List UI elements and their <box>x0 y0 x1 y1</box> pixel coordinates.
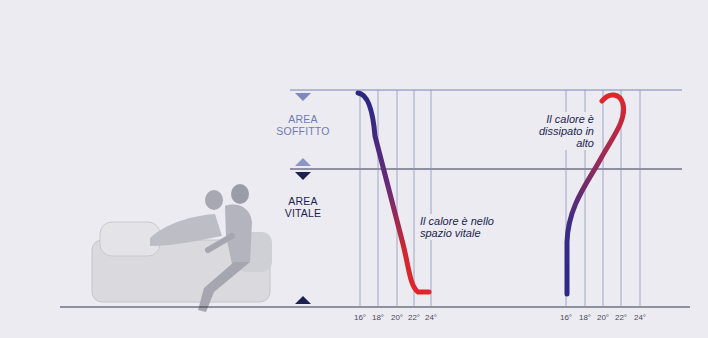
tick-label: 20° <box>390 313 404 322</box>
head <box>205 190 223 210</box>
tick-label: 18° <box>578 313 592 322</box>
tick-label: 16° <box>353 313 367 322</box>
tick-label: 24° <box>424 313 438 322</box>
temperature-grid <box>360 90 640 307</box>
head <box>231 184 249 204</box>
callout-note: Il calore è nello spazio vitale <box>418 214 502 240</box>
leg <box>198 262 250 312</box>
tick-label: 22° <box>407 313 421 322</box>
zone-marker <box>295 172 311 180</box>
floor-line <box>60 307 690 308</box>
couple-illustration <box>92 184 272 312</box>
tick-label: 20° <box>596 313 610 322</box>
zone-label: AREA VITALE <box>268 195 338 219</box>
tick-label: 24° <box>633 313 647 322</box>
tick-label: 22° <box>614 313 628 322</box>
zone-marker <box>295 158 311 166</box>
temperature-curve <box>358 93 429 292</box>
reclining-body <box>150 214 222 246</box>
tick-label: 18° <box>371 313 385 322</box>
zone-marker <box>295 296 311 304</box>
arm <box>208 236 232 250</box>
tick-label: 16° <box>559 313 573 322</box>
callout-note: Il calore è dissipato in alto <box>522 112 596 150</box>
zone-label: AREA SOFFITTO <box>268 113 338 137</box>
zone-divider <box>290 169 682 170</box>
zone-marker <box>295 93 311 101</box>
ceiling-line <box>290 90 682 91</box>
